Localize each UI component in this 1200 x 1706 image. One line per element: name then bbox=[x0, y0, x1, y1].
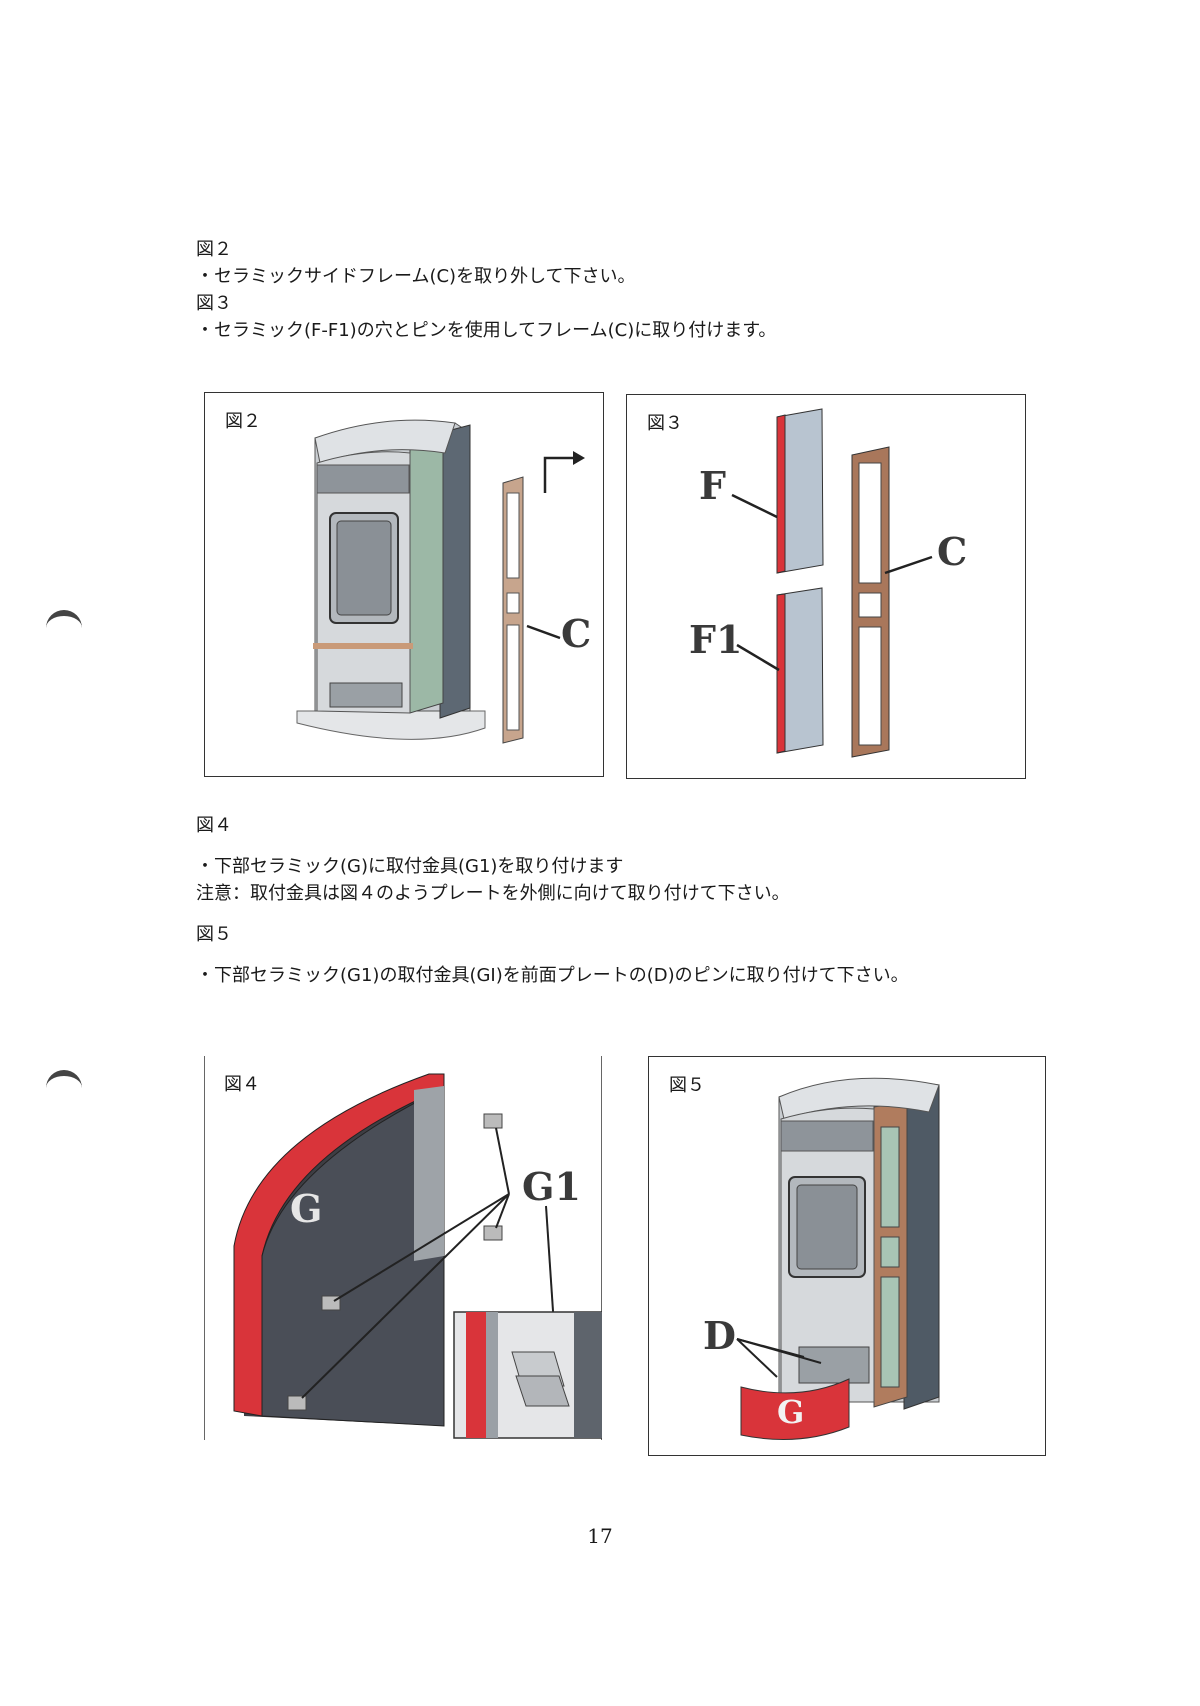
callout-G: G bbox=[290, 1186, 323, 1231]
instruction-attach-bracket: ・下部セラミック(G)に取付金具(G1)を取り付けます bbox=[196, 856, 624, 877]
instruction-remove-frame: ・セラミックサイドフレーム(C)を取り外して下さい。 bbox=[196, 266, 636, 287]
heading-fig3: 図３ bbox=[196, 293, 232, 314]
callout-C: C bbox=[561, 611, 592, 656]
figure-3: 図３ F F1 C bbox=[626, 394, 1026, 779]
callout-F: F bbox=[699, 463, 726, 508]
figure-5-label: 図５ bbox=[669, 1075, 705, 1096]
callout-D: D bbox=[703, 1313, 736, 1358]
callout-G: G bbox=[777, 1393, 805, 1431]
figure-3-label: 図３ bbox=[647, 413, 683, 434]
instruction-mount-lower-ceramic: ・下部セラミック(G1)の取付金具(GI)を前面プレートの(D)のピンに取り付け… bbox=[196, 965, 909, 986]
figure-4: 図４ G G1 bbox=[204, 1056, 602, 1440]
heading-fig5: 図５ bbox=[196, 924, 232, 945]
lower-ceramic-bracket-illustration bbox=[204, 1056, 602, 1440]
figure-2-label: 図２ bbox=[225, 411, 261, 432]
callout-C: C bbox=[937, 529, 968, 574]
page-number: 17 bbox=[587, 1524, 613, 1548]
note-bracket-orientation: 注意：取付金具は図４のようプレートを外側に向けて取り付けて下さい。 bbox=[196, 883, 790, 904]
stove-lower-ceramic-illustration bbox=[736, 1077, 940, 1440]
instructions-block-2: 図４ ・下部セラミック(G)に取付金具(G1)を取り付けます 注意：取付金具は図… bbox=[196, 812, 909, 989]
punch-hole-mark bbox=[46, 1070, 82, 1098]
figure-5: 図５ D G bbox=[648, 1056, 1046, 1456]
heading-fig2: 図２ bbox=[196, 239, 232, 260]
instructions-block-1: 図２ ・セラミックサイドフレーム(C)を取り外して下さい。 図３ ・セラミック(… bbox=[196, 236, 776, 344]
figure-4-label: 図４ bbox=[224, 1074, 260, 1095]
heading-fig4: 図４ bbox=[196, 815, 232, 836]
instruction-attach-ceramic: ・セラミック(F-F1)の穴とピンを使用してフレーム(C)に取り付けます。 bbox=[196, 320, 777, 341]
ceramic-panels-illustration bbox=[731, 408, 933, 758]
callout-F1: F1 bbox=[689, 617, 743, 662]
callout-G1: G1 bbox=[522, 1164, 581, 1209]
punch-hole-mark bbox=[46, 610, 82, 638]
stove-side-frame-illustration bbox=[296, 419, 585, 744]
figure-2: 図２ C bbox=[204, 392, 604, 777]
